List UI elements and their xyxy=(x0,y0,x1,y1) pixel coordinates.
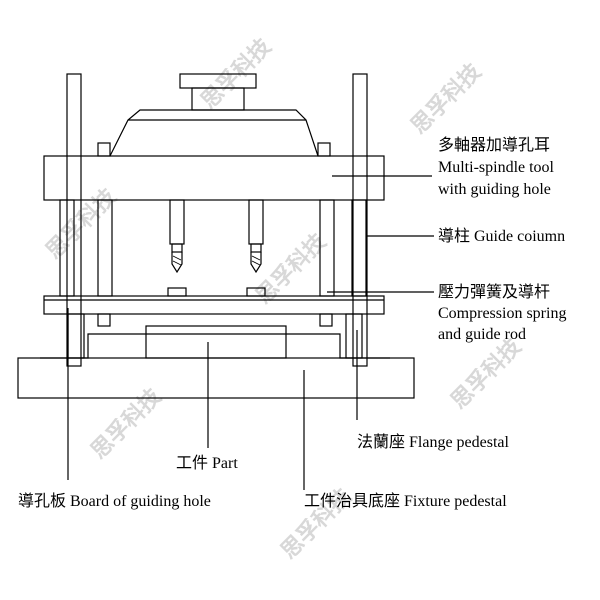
right-outer-post xyxy=(352,73,368,367)
label-spindle-zh: 多軸器加導孔耳 xyxy=(438,135,550,154)
drill-bit-left xyxy=(169,199,185,274)
spindle-body xyxy=(109,109,319,157)
label-fixture: 工件治具底座 Fixture pedestal xyxy=(304,492,507,510)
bottom-bolt-left xyxy=(97,313,111,327)
drill-bit-right xyxy=(248,199,264,274)
flange-pedestal-right xyxy=(345,313,363,359)
leader-lines xyxy=(67,175,434,490)
watermark: 思孚科技 xyxy=(86,383,167,464)
label-flange: 法蘭座 Flange pedestal xyxy=(357,433,510,451)
workpiece-part xyxy=(145,325,287,359)
guiding-board xyxy=(43,295,385,315)
fixture-pedestal xyxy=(17,357,415,399)
guide-column-right xyxy=(351,199,367,297)
top-bolt-right xyxy=(317,142,331,157)
watermark: 思孚科技 xyxy=(406,58,487,139)
watermark: 思孚科技 xyxy=(446,333,527,414)
left-outer-post xyxy=(66,73,82,367)
bushing-left xyxy=(167,287,187,297)
multi-spindle-plate xyxy=(43,155,385,201)
bottom-bolt-right xyxy=(319,313,333,327)
label-spindle-en1: Multi-spindle tool xyxy=(438,159,555,176)
label-part: 工件 Part xyxy=(176,454,238,472)
label-spring-zh: 壓力彈簧及導杆 xyxy=(438,282,550,301)
labels: 多軸器加導孔耳 Multi-spindle tool with guiding … xyxy=(18,135,566,510)
label-spindle-en2: with guiding hole xyxy=(438,181,551,198)
label-guide-column: 導柱 Guide coiumn xyxy=(438,226,565,245)
fixture-holder xyxy=(40,333,390,359)
label-spring-en1: Compression spring xyxy=(438,305,566,322)
label-board: 導孔板 Board of guiding hole xyxy=(18,491,211,510)
top-bolt-left xyxy=(97,142,111,157)
label-spring-en2: and guide rod xyxy=(438,326,526,343)
